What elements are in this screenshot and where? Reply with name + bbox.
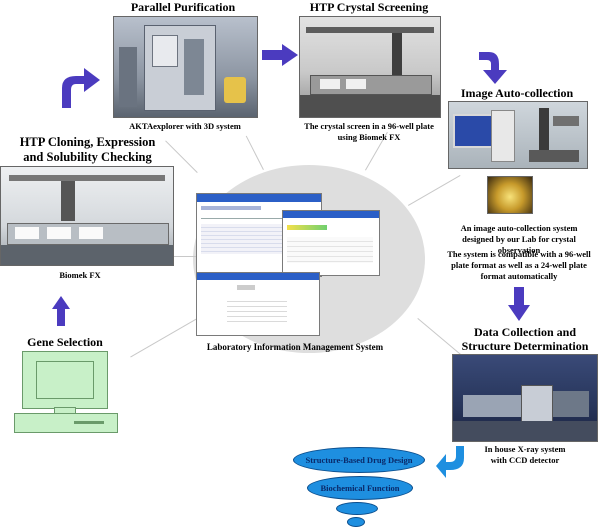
arrow-right-icon — [262, 44, 298, 66]
biomek-fx-photo — [0, 166, 174, 266]
data-collection-title-line-1: Data Collection and — [474, 325, 576, 339]
biochemical-function-label: Biochemical Function — [320, 483, 400, 493]
lims-caption: Laboratory Information Management System — [206, 342, 384, 352]
xray-system-photo — [452, 354, 598, 442]
parallel-purification-caption: AKTAexplorer with 3D system — [129, 121, 241, 131]
crystal-image-thumbnail — [487, 176, 533, 214]
gene-selection-title: Gene Selection — [27, 335, 103, 349]
htp-crystal-screening-caption: The crystal screen in a 96-well plate us… — [304, 121, 434, 142]
htp-cloning-caption: Biomek FX — [59, 270, 101, 280]
curved-arrow-down-left-icon — [436, 446, 464, 478]
tiny-bubble — [347, 517, 365, 527]
drug-design-bubble: Structure-Based Drug Design — [293, 447, 425, 473]
curved-arrow-up-right-icon — [58, 62, 102, 110]
htp-cloning-title-line-2: and Solubility Checking — [23, 150, 152, 164]
crystal-screen-robot-photo — [299, 16, 441, 118]
small-bubble — [336, 502, 378, 515]
lims-screenshot-right — [282, 210, 380, 276]
data-collection-caption-line-1: In house X-ray system — [484, 444, 566, 454]
arrow-up-icon — [52, 296, 70, 326]
htp-crystal-screening-title: HTP Crystal Screening — [309, 0, 429, 14]
microscope-station-photo — [448, 101, 588, 169]
drug-design-label: Structure-Based Drug Design — [305, 455, 413, 465]
computer-illustration — [14, 351, 118, 433]
data-collection-caption-line-2: with CCD detector — [490, 455, 560, 465]
biochemical-function-bubble: Biochemical Function — [307, 476, 413, 500]
lims-screenshot-bottom — [196, 272, 320, 336]
spoke-line — [408, 175, 461, 206]
image-auto-collection-caption-2: The system is compatible with a 96-well … — [447, 249, 591, 281]
htp-cloning-title-line-1: HTP Cloning, Expression — [19, 135, 156, 149]
arrow-down-icon — [508, 287, 530, 321]
spoke-line — [245, 135, 264, 170]
curved-arrow-down-icon — [479, 50, 509, 84]
image-auto-collection-caption-1: An image auto-collection system designed… — [460, 223, 578, 255]
akta-explorer-photo — [113, 16, 258, 118]
parallel-purification-title: Parallel Purification — [130, 0, 236, 14]
image-auto-collection-title: Image Auto-collection — [460, 86, 574, 100]
data-collection-title-line-2: Structure Determination — [461, 339, 589, 353]
